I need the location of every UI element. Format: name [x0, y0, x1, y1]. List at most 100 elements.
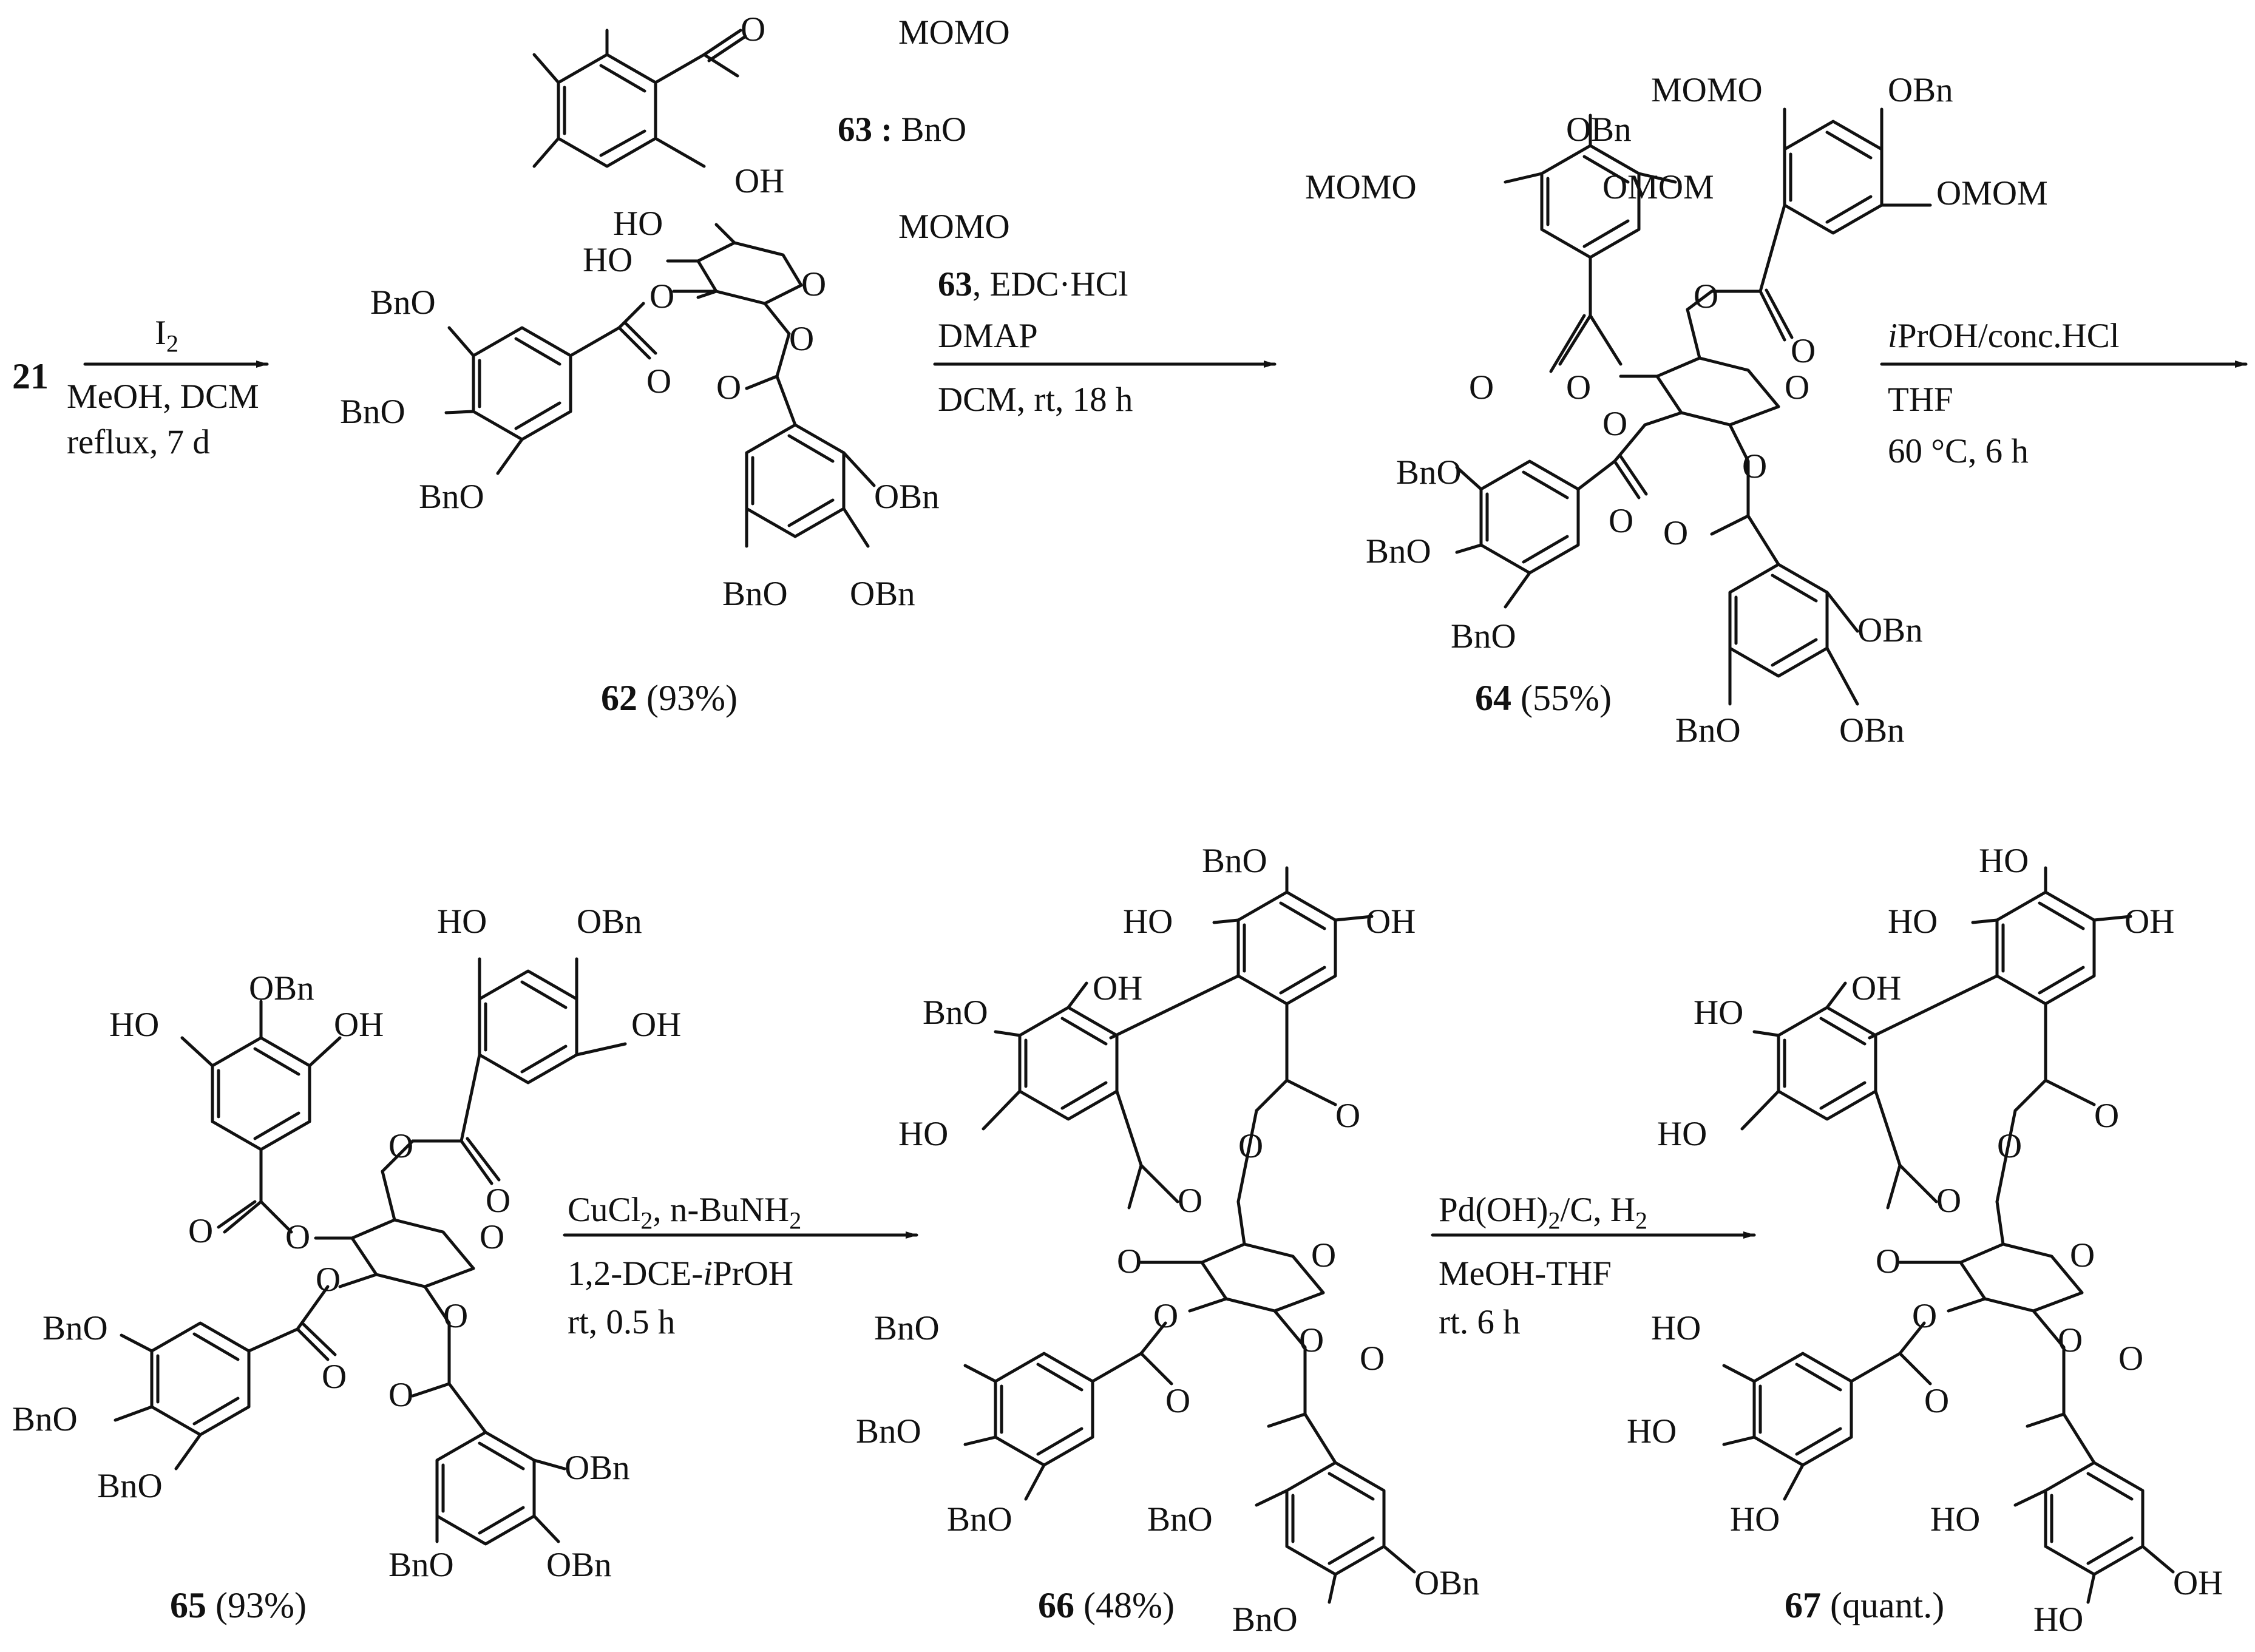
c64-bno-1: BnO [1396, 453, 1462, 492]
c64-ester-o-top: O [1694, 277, 1719, 316]
c62-obn-5: BnO [722, 575, 788, 613]
step5-solvent: MeOH-THF [1439, 1254, 1612, 1293]
c65-obn-2: OBn [577, 902, 642, 941]
c64-bno-3: BnO [1451, 617, 1516, 655]
c63-acid-oh: OH [734, 162, 785, 200]
c64-momo-1: MOMO [1305, 168, 1417, 206]
c64-obn-4: OBn [1839, 711, 1905, 750]
step1-solvent: MeOH, DCM [67, 377, 259, 416]
c66-obn-1: OBn [1414, 1564, 1480, 1602]
c65-ho-2: HO [437, 902, 487, 941]
c65-obn-top: OBn [249, 969, 314, 1007]
c63-label-def: 63 : BnO [838, 110, 967, 149]
c67-ester-o-mid: O [1912, 1297, 1938, 1335]
structure-67 [1722, 866, 2175, 1604]
structure-64 [1455, 107, 1932, 706]
c64-ester-o-low: O [1742, 447, 1768, 486]
c64-bno-4: BnO [1675, 711, 1741, 750]
step4-solvent: 1,2-DCE-iPrOH [568, 1254, 794, 1293]
step4-reagent: CuCl2, n-BuNH2 [568, 1191, 802, 1234]
step2-conditions: DCM, rt, 18 h [938, 381, 1133, 419]
c66-bno-6: BnO [1147, 1500, 1213, 1539]
c63-momo-bottom: MOMO [898, 208, 1010, 246]
c62-carbonyl-o2: O [716, 368, 742, 407]
c63-momo-top: MOMO [898, 13, 1010, 52]
c66-ester-o-top: O [1238, 1127, 1264, 1165]
c67-ester-o-top: O [1997, 1127, 2023, 1165]
c67-carbonyl-low: O [2118, 1339, 2144, 1378]
c64-carbonyl-mid: O [1609, 502, 1634, 540]
c64-obn-2: OBn [1888, 71, 1953, 109]
structure-66 [963, 866, 1416, 1604]
c65-ester-o-mid: O [316, 1261, 341, 1299]
c66-oh-2: OH [1093, 969, 1143, 1007]
c66-ring-o: O [1311, 1236, 1337, 1275]
c66-bno-top: BnO [1202, 842, 1267, 880]
c65-ester-o-left: O [285, 1218, 311, 1256]
structure-62 [444, 223, 876, 548]
c64-omom-1: OMOM [1602, 168, 1714, 206]
c65-bno-2: BnO [12, 1400, 78, 1438]
c67-ho-5: HO [1627, 1412, 1677, 1451]
c65-ring-o: O [480, 1218, 505, 1256]
c66-ester-o-low: O [1299, 1321, 1324, 1359]
c64-ester-o-left: O [1566, 368, 1592, 407]
c67-ring-o: O [2070, 1236, 2095, 1275]
compound-66-label: 66 (48%) [1038, 1585, 1175, 1625]
step1-reagent: I2 [155, 314, 178, 357]
step2-reagent-2: DMAP [938, 317, 1038, 355]
c66-ho-2: HO [898, 1115, 949, 1153]
c66-bno-4: BnO [856, 1412, 921, 1451]
c67-ho-6: HO [1730, 1500, 1780, 1539]
step3-reagent: iPrOH/conc.HCl [1888, 317, 2120, 355]
structure-65 [114, 957, 627, 1546]
c65-ester-o-low: O [443, 1297, 469, 1335]
c62-ho-1: HO [613, 205, 663, 243]
c67-ho-8: HO [2033, 1600, 2084, 1639]
c62-obn-1: BnO [370, 283, 436, 322]
c67-ester-o-low: O [2058, 1321, 2083, 1359]
c65-carbonyl-left: O [188, 1212, 214, 1250]
c64-omom-2: OMOM [1936, 174, 2048, 212]
c66-oh-1: OH [1366, 902, 1416, 941]
c66-ester-o-left: O [1117, 1242, 1142, 1281]
c65-bno-1: BnO [42, 1309, 108, 1347]
c67-oh-1: OH [2124, 902, 2175, 941]
step3-solvent: THF [1888, 381, 1953, 419]
c65-carbonyl-top: O [486, 1182, 511, 1220]
c62-obn-4: OBn [874, 478, 940, 516]
c65-bno-4: BnO [388, 1546, 454, 1584]
c66-bno-5: BnO [947, 1500, 1012, 1539]
c66-carbonyl-mid: O [1165, 1382, 1191, 1420]
compound-62-label: 62 (93%) [601, 678, 738, 718]
c66-bno-7: BnO [1232, 1600, 1298, 1639]
c65-ho-1: HO [109, 1006, 160, 1044]
c67-ho-4: HO [1651, 1309, 1701, 1347]
c62-ho-2: HO [583, 241, 633, 279]
c62-ring-o: O [801, 265, 827, 303]
c67-carbonyl-top: O [2094, 1097, 2120, 1135]
c65-obn-4: OBn [546, 1546, 612, 1584]
c64-carbonyl-low: O [1663, 514, 1689, 552]
c66-carbonyl-top: O [1335, 1097, 1361, 1135]
c66-ester-o-mid: O [1153, 1297, 1179, 1335]
compound-64-label: 64 (55%) [1475, 678, 1612, 718]
c65-carbonyl-low: O [388, 1376, 414, 1414]
step4-conditions: rt, 0.5 h [568, 1303, 676, 1341]
c65-oh-1: OH [334, 1006, 384, 1044]
c66-bno-2: BnO [923, 994, 988, 1032]
structure-63 [532, 29, 747, 168]
step2-reagent-1: 63, EDC·HCl [938, 265, 1128, 303]
c65-ester-o-top: O [388, 1127, 414, 1165]
compound-65-label: 65 (93%) [170, 1585, 307, 1625]
c67-ho-7: HO [1930, 1500, 1981, 1539]
c65-obn-3: OBn [565, 1449, 630, 1487]
c62-ester-o1: O [649, 277, 675, 316]
c62-obn-3: BnO [419, 478, 484, 516]
c67-carbonyl-mid: O [1924, 1382, 1950, 1420]
c62-obn-2: BnO [340, 393, 405, 431]
c65-oh-2: OH [631, 1006, 682, 1044]
c67-ho-3: HO [1657, 1115, 1707, 1153]
c64-momo-2: MOMO [1651, 71, 1763, 109]
